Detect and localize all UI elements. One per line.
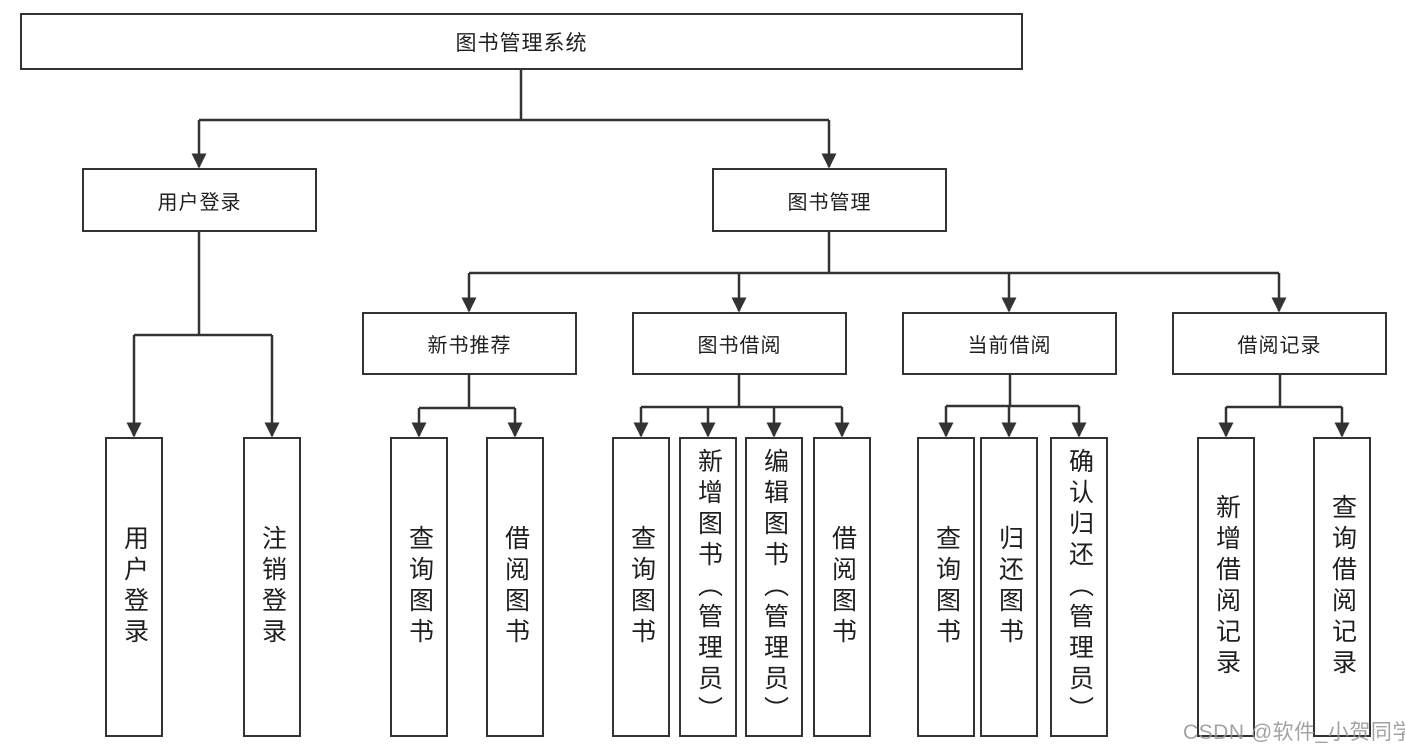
leaf-user-login: 用户登录 (105, 437, 163, 737)
node-book-borrowing: 图书借阅 (632, 312, 847, 375)
leaf-add-book-admin: 新增图书（管理员） (679, 437, 737, 737)
node-current-borrowing: 当前借阅 (902, 312, 1117, 375)
leaf-add-borrow-record: 新增借阅记录 (1197, 437, 1255, 737)
leaf-query-books-current: 查询图书 (917, 437, 975, 737)
node-borrow-records: 借阅记录 (1172, 312, 1387, 375)
leaf-query-borrow-record: 查询借阅记录 (1313, 437, 1371, 737)
leaf-borrow-books-recommend: 借阅图书 (486, 437, 544, 737)
leaf-edit-book-admin: 编辑图书（管理员） (745, 437, 803, 737)
leaf-query-books-recommend: 查询图书 (390, 437, 448, 737)
node-new-book-recommend: 新书推荐 (362, 312, 577, 375)
node-book-management: 图书管理 (712, 168, 947, 232)
leaf-borrow-books: 借阅图书 (813, 437, 871, 737)
leaf-logout: 注销登录 (243, 437, 301, 737)
leaf-return-book: 归还图书 (980, 437, 1038, 737)
leaf-confirm-return-admin: 确认归还（管理员） (1050, 437, 1108, 737)
leaf-query-books-borrowing: 查询图书 (612, 437, 670, 737)
node-root-library-management-system: 图书管理系统 (20, 13, 1023, 70)
connector-trunks (134, 70, 1342, 410)
csdn-watermark: CSDN @软件_小贺同学 (1183, 721, 1405, 744)
node-user-login: 用户登录 (82, 168, 317, 232)
